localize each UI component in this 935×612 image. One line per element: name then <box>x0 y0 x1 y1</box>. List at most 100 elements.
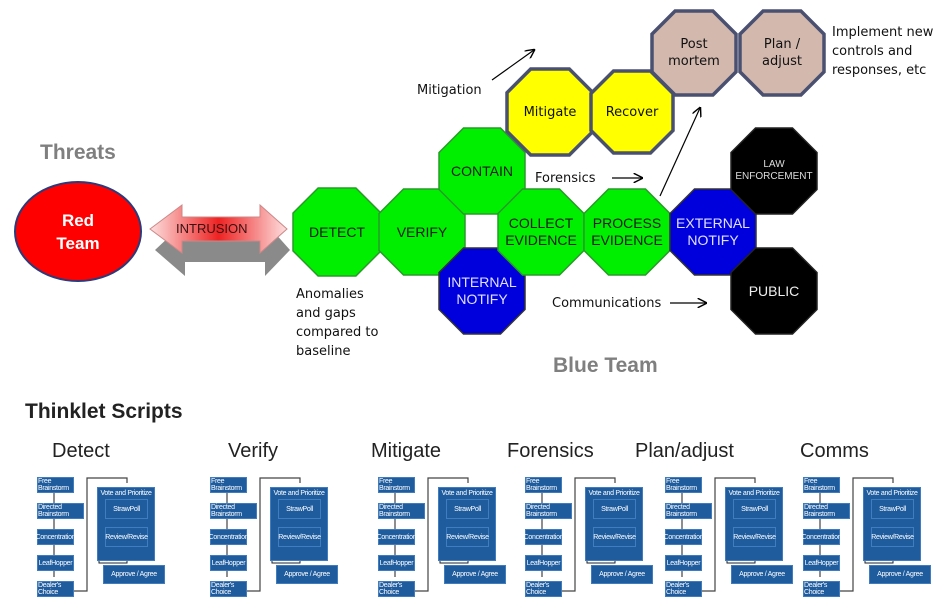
red-team-label: Red Team <box>56 210 100 253</box>
script-step: Free Brainstorm <box>665 477 702 493</box>
script-step: Review/Revise <box>733 527 776 547</box>
script-step: Free Brainstorm <box>210 477 247 493</box>
node-plan-adjust: Plan / adjust <box>737 8 827 98</box>
intrusion-label: INTRUSION <box>176 221 248 236</box>
octagon-shape <box>497 188 585 276</box>
script-step: Dealer's Choice <box>378 581 415 597</box>
node-label: Plan / adjust <box>762 37 802 69</box>
script-step: Directed Brainstorm <box>37 503 84 519</box>
threats-heading: Threats <box>40 141 116 164</box>
script-step: Dealer's Choice <box>803 581 840 597</box>
blue-team-heading: Blue Team <box>553 354 658 377</box>
script-step: Directed Brainstorm <box>665 503 712 519</box>
script-step: Free Brainstorm <box>378 477 415 493</box>
node-mitigate: Mitigate <box>504 66 596 158</box>
communications-label: Communications <box>552 296 662 311</box>
script-step: Concentration <box>209 529 249 545</box>
octagon-shape <box>730 127 818 215</box>
script-title: Verify <box>228 440 279 462</box>
node-label: INTERNAL NOTIFY <box>447 274 517 307</box>
script-step: LeafHopper <box>210 555 247 571</box>
octagon-shape <box>738 9 826 97</box>
script-step-final: Approve / Agree <box>276 565 338 584</box>
script-step: Free Brainstorm <box>37 477 74 493</box>
node-public: PUBLIC <box>730 247 818 335</box>
script-step: StrawPoll <box>105 499 148 519</box>
intrusion-arrow <box>149 203 288 255</box>
octagon-shape <box>292 187 382 277</box>
script-step-final: Approve / Agree <box>103 565 165 584</box>
node-process-evidence: PROCESS EVIDENCE <box>583 188 671 276</box>
script-step: Concentration <box>664 529 704 545</box>
node-detect: DETECT <box>292 187 382 277</box>
group-label: Vote and Prioritize <box>100 490 152 497</box>
script-step: Review/Revise <box>278 527 321 547</box>
implement-note: Implement new controls and responses, et… <box>832 25 934 78</box>
mitigation-arrow <box>491 50 534 81</box>
octagon-shape <box>650 9 738 97</box>
octagon-shape <box>505 67 595 157</box>
octagon-shape <box>583 188 671 276</box>
octagon-shape <box>730 247 818 335</box>
thinklet-scripts-heading: Thinklet Scripts <box>25 400 183 423</box>
node-label: PROCESS EVIDENCE <box>591 215 663 248</box>
red-team-circle: Red Team <box>14 181 142 282</box>
intrusion-arrow-shadow <box>155 222 290 276</box>
script-title: Plan/adjust <box>635 440 734 462</box>
group-label: Vote and Prioritize <box>728 490 780 497</box>
node-label: DETECT <box>309 223 365 240</box>
script-step: Dealer's Choice <box>525 581 562 597</box>
script-step-final: Approve / Agree <box>731 565 793 584</box>
script-step: Dealer's Choice <box>37 581 74 597</box>
node-external-notify: EXTERNAL NOTIFY <box>669 188 757 276</box>
group-label: Vote and Prioritize <box>441 490 493 497</box>
script-step: Directed Brainstorm <box>378 503 425 519</box>
node-label: EXTERNAL NOTIFY <box>676 215 750 248</box>
script-step: LeafHopper <box>665 555 702 571</box>
script-step: StrawPoll <box>446 499 489 519</box>
script-title: Mitigate <box>371 440 442 462</box>
script-step-final: Approve / Agree <box>444 565 506 584</box>
node-label: Mitigate <box>523 104 577 120</box>
script-title: Comms <box>800 440 869 462</box>
node-recover: Recover <box>588 68 676 156</box>
script-step: Concentration <box>802 529 842 545</box>
script-step: Dealer's Choice <box>210 581 247 597</box>
script-step: StrawPoll <box>278 499 321 519</box>
script-step: Concentration <box>524 529 564 545</box>
script-step: LeafHopper <box>37 555 74 571</box>
script-step: LeafHopper <box>803 555 840 571</box>
script-step: Directed Brainstorm <box>210 503 257 519</box>
mitigation-label: Mitigation <box>417 83 482 98</box>
node-post-mortem: Post mortem <box>649 8 739 98</box>
node-label: PUBLIC <box>748 282 800 299</box>
script-step: StrawPoll <box>871 499 914 519</box>
node-label: CONTAIN <box>451 162 513 179</box>
node-law-enforcement: LAW ENFORCEMENT <box>730 127 818 215</box>
script-step: Dealer's Choice <box>665 581 702 597</box>
script-step: Review/Revise <box>871 527 914 547</box>
postmortem-arrow <box>659 108 700 197</box>
script-step: Concentration <box>377 529 417 545</box>
script-step: Free Brainstorm <box>525 477 562 493</box>
node-label: COLLECT EVIDENCE <box>505 215 577 248</box>
script-step: LeafHopper <box>378 555 415 571</box>
group-label: Vote and Prioritize <box>866 490 918 497</box>
script-step: Directed Brainstorm <box>803 503 850 519</box>
script-step-final: Approve / Agree <box>591 565 653 584</box>
script-step: LeafHopper <box>525 555 562 571</box>
node-label: LAW ENFORCEMENT <box>735 159 813 182</box>
group-label: Vote and Prioritize <box>273 490 325 497</box>
anomalies-note: Anomalies and gaps compared to baseline <box>296 287 379 359</box>
script-step: Concentration <box>36 529 76 545</box>
script-title: Forensics <box>507 440 594 462</box>
forensics-label: Forensics <box>535 171 596 186</box>
node-collect-evidence: COLLECT EVIDENCE <box>497 188 585 276</box>
script-step: Review/Revise <box>593 527 636 547</box>
